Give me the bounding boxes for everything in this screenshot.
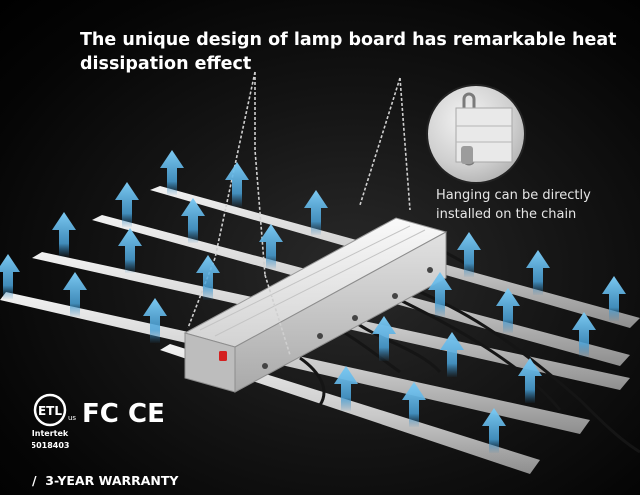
heat-arrow-icon	[160, 150, 184, 195]
heat-arrow-icon	[334, 366, 358, 411]
heat-arrow-icon	[143, 298, 167, 343]
heat-arrow-icon	[428, 272, 452, 317]
heat-arrow-icon	[372, 316, 396, 361]
us-mark: us	[68, 414, 76, 422]
etl-logo-icon: ETL us Intertek 5018403	[32, 393, 76, 450]
heat-arrow-icon	[0, 254, 20, 299]
ce-logo-icon: CE	[128, 399, 165, 429]
lamp-bar	[0, 292, 590, 434]
hook-icon	[455, 92, 513, 166]
certification-logos: ETL us Intertek 5018403 FC CE	[32, 393, 165, 450]
fc-logo-icon: FC	[82, 399, 119, 429]
heat-arrow-icon	[196, 255, 220, 300]
heat-arrow-icon	[181, 198, 205, 243]
headline-line-2: dissipation effect	[80, 54, 252, 74]
heat-arrow-icon	[259, 224, 283, 269]
heat-arrow-icon	[496, 288, 520, 333]
etl-label: ETL	[38, 404, 62, 418]
callout-line-2: installed on the chain	[436, 207, 577, 222]
warranty-divider: /	[32, 473, 37, 488]
callout-line-1: Hanging can be directly	[436, 188, 591, 203]
intertek-number: 5018403	[32, 441, 69, 450]
heat-arrow-icon	[115, 182, 139, 227]
heat-arrow-icon	[52, 212, 76, 257]
warranty-badge: / 3-YEAR WARRANTY	[32, 473, 178, 488]
heat-arrows	[0, 150, 626, 453]
heat-arrow-icon	[118, 228, 142, 273]
heat-arrow-icon	[402, 382, 426, 427]
heat-arrow-icon	[457, 232, 481, 277]
heat-arrow-icon	[602, 276, 626, 321]
hanging-callout: Hanging can be directly installed on the…	[436, 186, 591, 224]
driver-box	[183, 217, 448, 393]
headline-line-1: The unique design of lamp board has rema…	[80, 30, 617, 50]
heat-arrow-icon	[518, 358, 542, 403]
intertek-label: Intertek	[32, 429, 69, 438]
heat-arrow-icon	[482, 408, 506, 453]
heat-arrow-icon	[440, 332, 464, 377]
warranty-text: 3-YEAR WARRANTY	[45, 473, 179, 488]
headline: The unique design of lamp board has rema…	[80, 28, 617, 76]
power-cables	[299, 250, 640, 454]
heat-arrow-icon	[304, 190, 328, 235]
heat-arrow-icon	[526, 250, 550, 295]
heat-arrow-icon	[572, 312, 596, 357]
chain-hook-closeup	[428, 86, 524, 182]
heat-arrow-icon	[225, 162, 249, 207]
heat-arrow-icon	[63, 272, 87, 317]
power-switch-icon[interactable]	[219, 351, 227, 361]
